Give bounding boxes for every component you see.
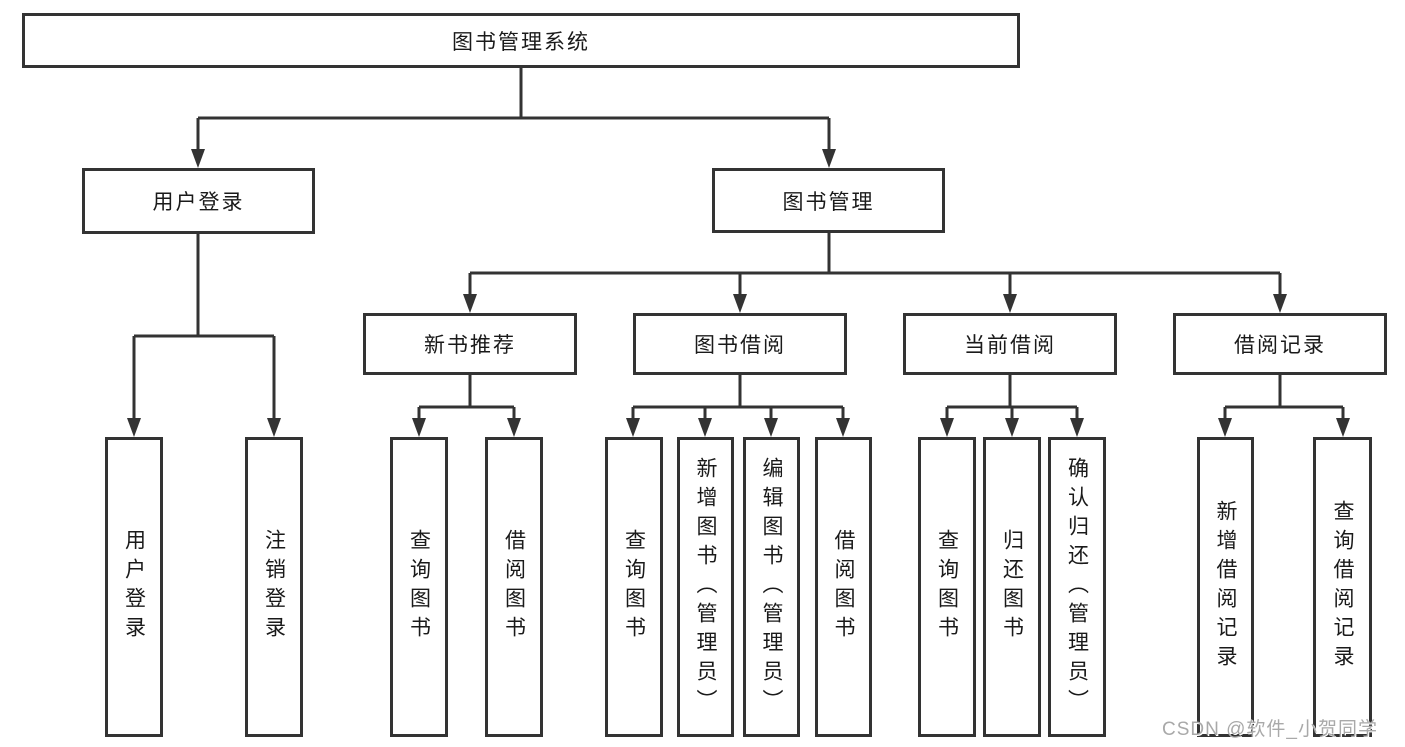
- leaf-current-return-books: 归还图书: [983, 437, 1041, 737]
- leaf-current-confirm-return-admin: 确认归还（管理员）: [1048, 437, 1106, 737]
- node-book-management: 图书管理: [712, 168, 945, 233]
- leaf-add-borrow-record: 新增借阅记录: [1197, 437, 1254, 737]
- leaf-borrow-borrow-books: 借阅图书: [815, 437, 872, 737]
- node-user-login: 用户登录: [82, 168, 315, 234]
- node-new-book-recommend: 新书推荐: [363, 313, 577, 375]
- node-library-management-system: 图书管理系统: [22, 13, 1020, 68]
- connector-paths: [132, 68, 1345, 422]
- leaf-query-borrow-record: 查询借阅记录: [1313, 437, 1372, 737]
- node-book-borrow: 图书借阅: [633, 313, 847, 375]
- leaf-borrow-add-books-admin: 新增图书（管理员）: [677, 437, 734, 737]
- leaf-user-login: 用户登录: [105, 437, 163, 737]
- leaf-recommend-borrow-books: 借阅图书: [485, 437, 543, 737]
- node-current-borrow: 当前借阅: [903, 313, 1117, 375]
- node-borrow-records: 借阅记录: [1173, 313, 1387, 375]
- leaf-logout: 注销登录: [245, 437, 303, 737]
- csdn-watermark: CSDN @软件_小贺同学: [1162, 719, 1378, 740]
- leaf-borrow-edit-books-admin: 编辑图书（管理员）: [743, 437, 800, 737]
- leaf-current-query-books: 查询图书: [918, 437, 976, 737]
- arrowheads: [127, 149, 1350, 437]
- leaf-recommend-query-books: 查询图书: [390, 437, 448, 737]
- leaf-borrow-query-books: 查询图书: [605, 437, 663, 737]
